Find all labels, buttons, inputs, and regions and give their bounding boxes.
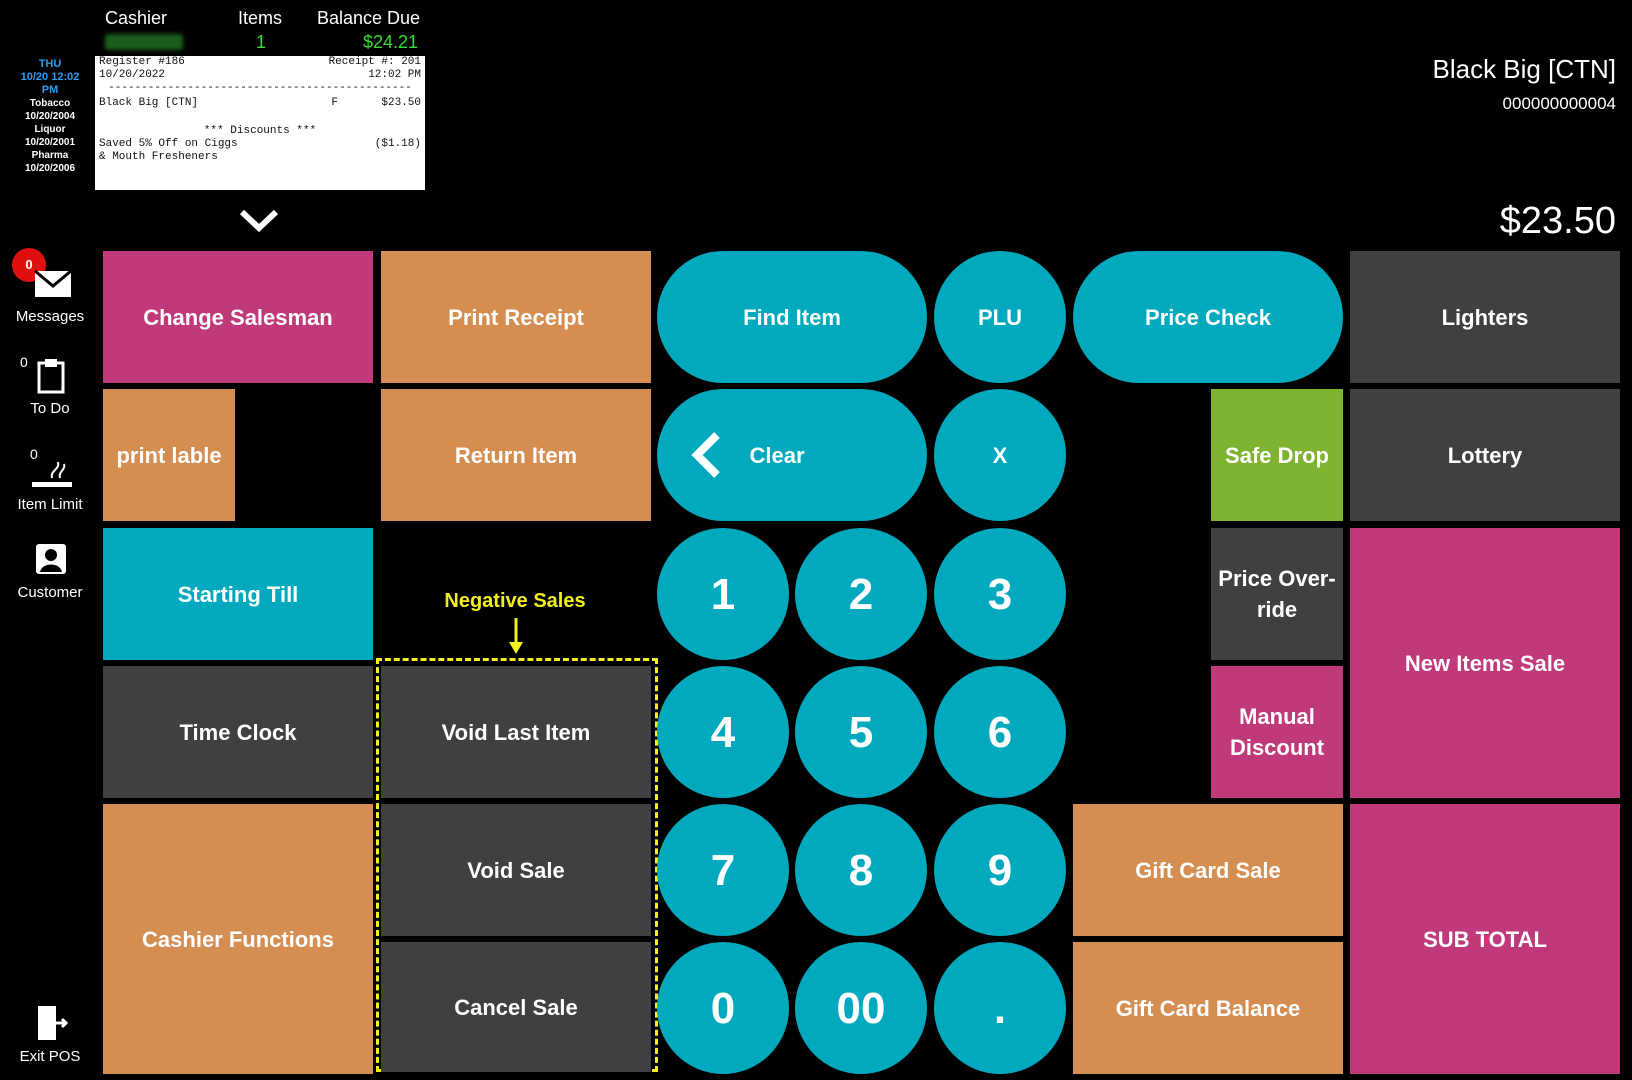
balance-due-value: $24.21 <box>363 32 419 52</box>
print-receipt-button[interactable]: Print Receipt <box>381 251 651 383</box>
keypad-3[interactable]: 3 <box>934 528 1066 660</box>
receipt-discounts-heading: *** Discounts *** <box>203 125 317 137</box>
keypad-4[interactable]: 4 <box>657 666 789 798</box>
receipt-item-name: Black Big [CTN] <box>99 97 199 109</box>
cashier-label: Cashier <box>105 8 168 28</box>
envelope-icon <box>34 270 72 297</box>
print-lable-button[interactable]: print lable <box>103 389 235 521</box>
find-item-button[interactable]: Find Item <box>657 251 927 383</box>
restriction-date: 10/20/2004 <box>24 111 76 122</box>
cashier-functions-button[interactable]: Cashier Functions <box>103 804 373 1074</box>
chevron-left-icon <box>691 432 720 478</box>
customer-label: Customer <box>17 584 83 601</box>
negative-sales-label: Negative Sales <box>444 590 586 612</box>
multiply-button[interactable]: X <box>934 389 1066 521</box>
keypad-1[interactable]: 1 <box>657 528 789 660</box>
item-limit-button[interactable]: 0 Item Limit <box>4 446 96 518</box>
plu-button[interactable]: PLU <box>934 251 1066 383</box>
clear-button[interactable]: Clear <box>657 389 927 521</box>
restriction-name: Tobacco <box>29 98 71 109</box>
receipt-discount-amount: ($1.18) <box>374 138 421 150</box>
keypad-7[interactable]: 7 <box>657 804 789 936</box>
messages-badge: 0 <box>12 248 46 282</box>
date-time: 10/20 12:02 <box>20 71 80 83</box>
customer-card-icon <box>36 544 66 574</box>
void-sale-button[interactable]: Void Sale <box>381 804 651 936</box>
keypad-5[interactable]: 5 <box>795 666 927 798</box>
gift-card-sale-button[interactable]: Gift Card Sale <box>1073 804 1343 936</box>
restriction-date: 10/20/2001 <box>24 137 76 148</box>
arrow-down-icon <box>509 618 523 654</box>
receipt-register: Register #186 <box>99 56 185 68</box>
safe-drop-button[interactable]: Safe Drop <box>1211 389 1343 521</box>
receipt-date: 10/20/2022 <box>99 69 166 81</box>
keypad-00[interactable]: 00 <box>795 942 927 1074</box>
receipt-discount-line: & Mouth Fresheners <box>99 151 218 163</box>
receipt-item-price: $23.50 <box>381 97 421 109</box>
keypad-0[interactable]: 0 <box>657 942 789 1074</box>
day-label: THU <box>38 58 62 70</box>
clipboard-icon <box>37 359 65 394</box>
receipt-preview[interactable]: Register #186 Receipt #: 201 10/20/2022 12… <box>95 56 425 190</box>
cashier-name-redacted <box>105 34 183 50</box>
exit-pos-label: Exit POS <box>19 1048 81 1065</box>
gift-card-balance-button[interactable]: Gift Card Balance <box>1073 942 1343 1074</box>
todo-label: To Do <box>30 400 70 417</box>
keypad-9[interactable]: 9 <box>934 804 1066 936</box>
restriction-name: Liquor <box>34 124 66 135</box>
void-last-item-button[interactable]: Void Last Item <box>381 666 651 798</box>
item-price-display: $23.50 <box>1499 200 1616 242</box>
return-item-button[interactable]: Return Item <box>381 389 651 521</box>
messages-label: Messages <box>15 308 85 325</box>
change-salesman-button[interactable]: Change Salesman <box>103 251 373 383</box>
lottery-button[interactable]: Lottery <box>1350 389 1620 521</box>
new-items-sale-button[interactable]: New Items Sale <box>1350 528 1620 798</box>
messages-button[interactable]: 0 Messages <box>4 248 96 328</box>
keypad-decimal[interactable]: . <box>934 942 1066 1074</box>
receipt-discount-line: Saved 5% Off on Ciggs <box>99 138 238 150</box>
receipt-number: Receipt #: 201 <box>328 56 421 68</box>
sub-total-button[interactable]: SUB TOTAL <box>1350 804 1620 1074</box>
todo-count: 0 <box>20 354 28 370</box>
time-clock-button[interactable]: Time Clock <box>103 666 373 798</box>
price-check-button[interactable]: Price Check <box>1073 251 1343 383</box>
date-ampm: PM <box>41 84 59 96</box>
exit-pos-button[interactable]: Exit POS <box>4 1004 96 1068</box>
clear-label: Clear <box>749 442 805 468</box>
date-info: THU 10/20 12:02 PM Tobacco 10/20/2004 Li… <box>4 58 96 175</box>
item-code-display: 000000000004 <box>1502 94 1616 113</box>
balance-due-label: Balance Due <box>317 8 421 28</box>
receipt-item-flag: F <box>331 97 339 109</box>
cancel-sale-button[interactable]: Cancel Sale <box>381 942 651 1072</box>
customer-button[interactable]: Customer <box>4 540 96 608</box>
item-name-display: Black Big [CTN] <box>1432 54 1617 84</box>
keypad-2[interactable]: 2 <box>795 528 927 660</box>
cigarette-icon <box>32 461 72 487</box>
exit-door-icon <box>38 1006 68 1040</box>
item-limit-count: 0 <box>30 446 38 462</box>
starting-till-button[interactable]: Starting Till <box>103 528 373 660</box>
chevron-down-icon[interactable] <box>238 206 280 236</box>
receipt-time: 12:02 PM <box>368 69 421 81</box>
price-override-button[interactable]: Price Over-ride <box>1211 528 1343 660</box>
items-count: 1 <box>256 32 267 52</box>
lighters-button[interactable]: Lighters <box>1350 251 1620 383</box>
keypad-8[interactable]: 8 <box>795 804 927 936</box>
restriction-name: Pharma <box>31 150 69 161</box>
todo-button[interactable]: 0 To Do <box>4 352 96 424</box>
receipt-divider: ----------------------------------------… <box>108 82 412 94</box>
keypad-6[interactable]: 6 <box>934 666 1066 798</box>
restriction-date: 10/20/2006 <box>24 163 76 174</box>
items-label: Items <box>238 8 283 28</box>
manual-discount-button[interactable]: Manual Discount <box>1211 666 1343 798</box>
item-limit-label: Item Limit <box>17 496 83 513</box>
